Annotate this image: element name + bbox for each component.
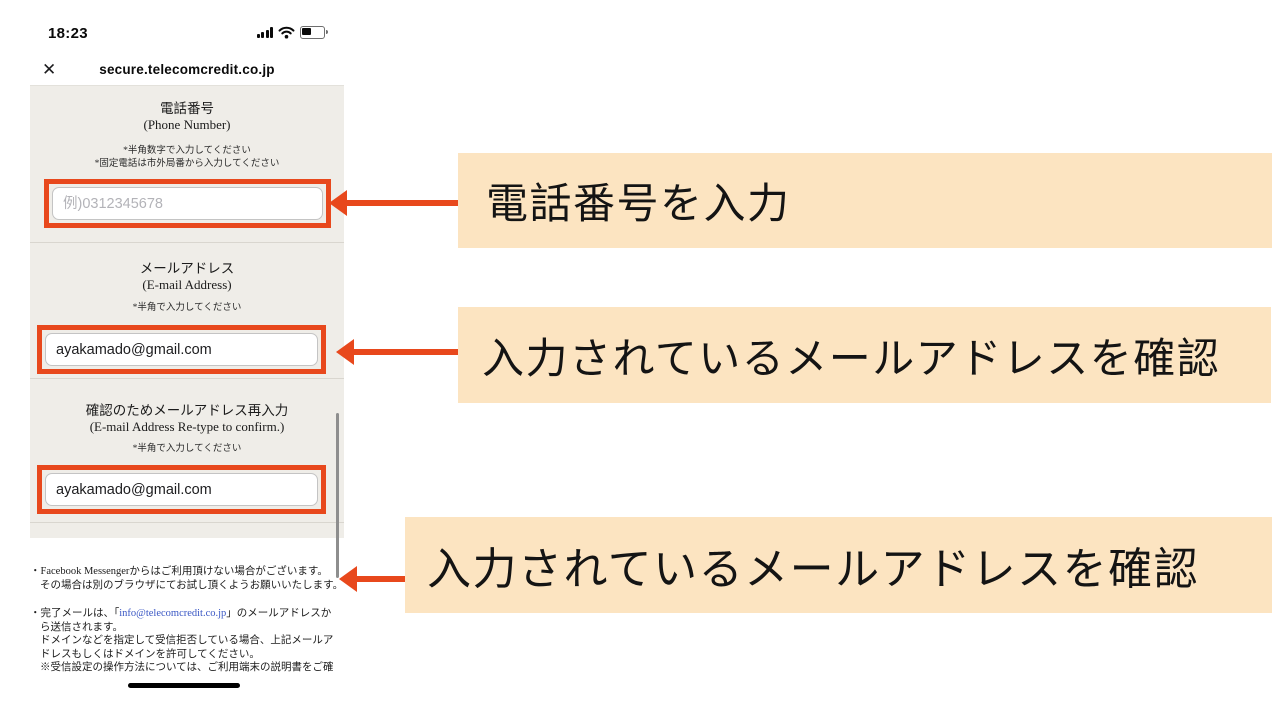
footer-line: その場合は別のブラウザにてお試し頂くようお願いいたします。 <box>40 579 344 591</box>
footer-notes: ・Facebook Messengerからはご利用頂けない場合がございます。 そ… <box>30 565 348 675</box>
email-retype-heading: 確認のためメールアドレス再入力 (E-mail Address Re-type … <box>30 403 344 435</box>
payment-form: 電話番号 (Phone Number) *半角数字で入力してください *固定電話… <box>30 85 344 538</box>
email-label-en: (E-mail Address) <box>142 277 232 292</box>
phone-input-highlight <box>44 179 331 228</box>
email-input-highlight <box>37 325 326 374</box>
footer-line: ら送信されます。 <box>40 621 123 633</box>
wifi-icon <box>278 26 295 39</box>
email-retype-label-ja: 確認のためメールアドレス再入力 <box>85 403 289 418</box>
footer-line: ・完了メールは、「info@telecomcredit.co.jp」のメールアド… <box>30 608 332 619</box>
arrow-to-email-retype-input <box>339 566 405 592</box>
email-heading: メールアドレス (E-mail Address) <box>30 261 344 293</box>
arrowhead-icon <box>329 190 347 216</box>
section-divider <box>30 522 344 523</box>
email-retype-label-en: (E-mail Address Re-type to confirm.) <box>89 419 285 434</box>
section-divider <box>30 378 344 379</box>
email-label-ja: メールアドレス <box>139 261 235 276</box>
section-divider <box>30 242 344 243</box>
phone-number-heading: 電話番号 (Phone Number) <box>30 101 344 133</box>
email-notes: *半角で入力してください <box>132 303 242 313</box>
footer-line: ドレスもしくはドメインを許可してください。 <box>40 648 260 660</box>
home-indicator <box>128 683 240 688</box>
callout-email-retype-confirm: 入力されているメールアドレスを確認 <box>405 517 1272 613</box>
status-time: 18:23 <box>48 25 88 42</box>
scrollbar[interactable] <box>336 413 339 578</box>
support-email-link[interactable]: info@telecomcredit.co.jp <box>119 608 227 619</box>
status-icons <box>256 26 328 39</box>
callout-email-confirm: 入力されているメールアドレスを確認 <box>458 307 1271 403</box>
callout-label: 入力されているメールアドレスを確認 <box>427 545 1200 594</box>
arrowhead-icon <box>336 339 354 365</box>
phone-number-label-ja: 電話番号 <box>160 101 214 116</box>
footer-line: ・Facebook Messengerからはご利用頂けない場合がございます。 <box>30 566 328 577</box>
close-icon[interactable]: ✕ <box>42 60 57 79</box>
phone-number-label-en: (Phone Number) <box>143 117 231 132</box>
address-bar-url[interactable]: secure.telecomcredit.co.jp <box>99 62 275 77</box>
phone-number-notes: *半角数字で入力してください *固定電話は市外局番から入力してください <box>94 146 280 169</box>
phone-number-input[interactable] <box>52 187 323 220</box>
email-retype-input-highlight <box>37 465 326 514</box>
email-retype-notes: *半角で入力してください <box>132 444 242 454</box>
arrow-to-email-input <box>336 339 458 365</box>
iphone-screenshot: 18:23 ✕ secure.telecomcredit.co.jp 電話番号 … <box>28 14 346 706</box>
footer-line: ドメインなどを指定して受信拒否している場合、上記メールア <box>40 635 334 646</box>
callout-label: 入力されているメールアドレスを確認 <box>482 334 1221 382</box>
callout-label: 電話番号を入力 <box>486 180 791 227</box>
footer-line: ※受信設定の操作方法については、ご利用端末の説明書をご確 <box>40 662 334 673</box>
callout-phone-number: 電話番号を入力 <box>458 153 1272 248</box>
email-input[interactable] <box>45 333 318 366</box>
cellular-signal-icon <box>256 27 273 38</box>
battery-icon <box>300 26 328 39</box>
email-retype-input[interactable] <box>45 473 318 506</box>
arrowhead-icon <box>339 566 357 592</box>
arrow-to-phone-input <box>329 190 458 216</box>
